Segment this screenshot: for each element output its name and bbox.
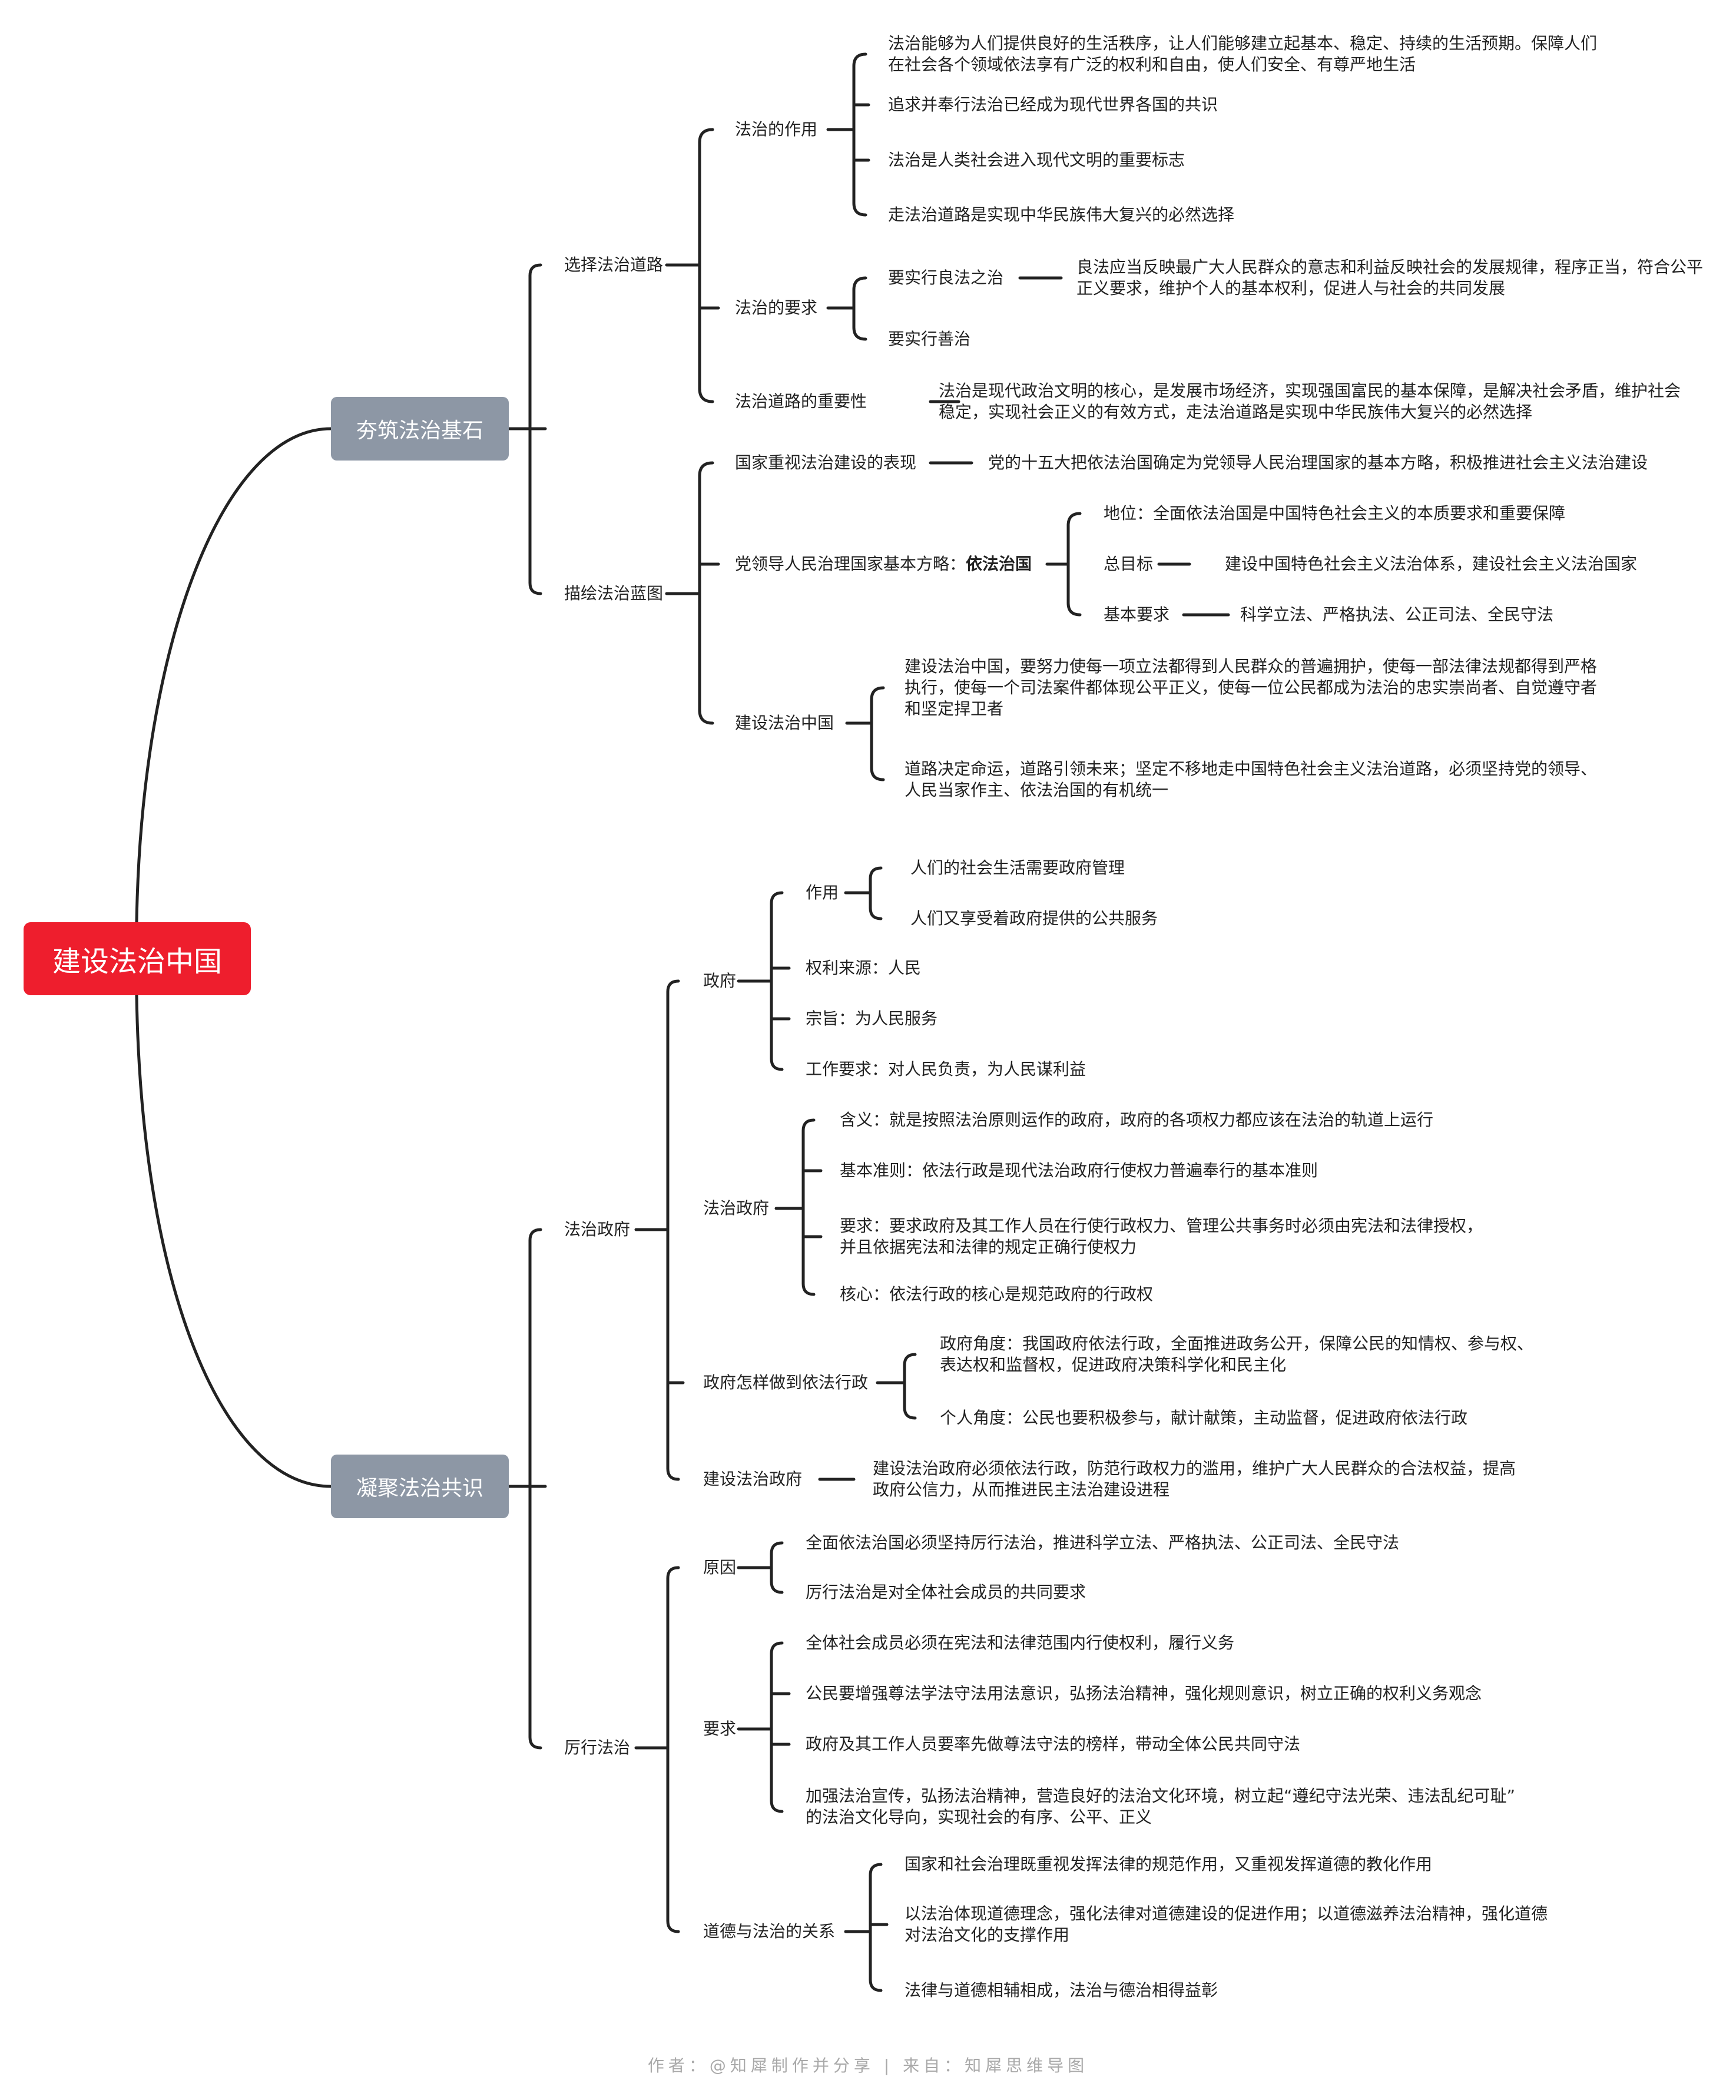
leaf-lawgov-core[interactable]: 核心：依法行政的核心是规范政府的行政权	[840, 1284, 1154, 1304]
leaf-gov-power-source[interactable]: 权利来源：人民	[806, 958, 922, 978]
topic-state-attention[interactable]: 国家重视法治建设的表现	[735, 453, 917, 472]
topic-reason[interactable]: 原因	[703, 1558, 737, 1577]
leaf-good-governance[interactable]: 要实行善治	[888, 329, 971, 349]
leaf-status[interactable]: 地位：全面依法治国是中国特色社会主义的本质要求和重要保障	[1104, 504, 1566, 523]
topic-how-government-acts[interactable]: 政府怎样做到依法行政	[703, 1373, 869, 1392]
leaf-attention-desc[interactable]: 党的十五大把依法治国确定为党领导人民治理国家的基本方略，积极推进社会主义法治建设	[988, 453, 1648, 472]
leaf-government-view[interactable]: 政府角度：我国政府依法行政，全面推进政务公开，保障公民的知情权、参与权、表达权和…	[940, 1334, 1534, 1374]
leaf-moral-2[interactable]: 以法治体现道德理念，强化法律对道德建设的促进作用；以道德滋养法治精神，强化道德对…	[905, 1904, 1548, 1945]
footer-credit: 作者：@知犀制作并分享 | 来自：知犀思维导图	[647, 2056, 1089, 2075]
leaf-moral-1[interactable]: 国家和社会治理既重视发挥法律的规范作用，又重视发挥道德的教化作用	[905, 1854, 1433, 1874]
leaf-gov-work-requirement[interactable]: 工作要求：对人民负责，为人民谋利益	[806, 1059, 1086, 1079]
root-node[interactable]: 建设法治中国	[24, 922, 251, 995]
leaf-importance-desc[interactable]: 法治是现代政治文明的核心，是发展市场经济，实现强国富民的基本保障，是解决社会矛盾…	[939, 381, 1681, 422]
leaf-gov-purpose[interactable]: 宗旨：为人民服务	[806, 1009, 938, 1028]
topic-requirements-of-rule-of-law[interactable]: 法治的要求	[735, 298, 818, 317]
topic-choose-rule-of-law-path[interactable]: 选择法治道路	[564, 255, 664, 274]
leaf-reason-2[interactable]: 厉行法治是对全体社会成员的共同要求	[806, 1582, 1086, 1602]
leaf-lawgov-principle[interactable]: 基本准则：依法行政是现代法治政府行使权力普遍奉行的基本准则	[840, 1161, 1318, 1180]
leaf-good-law[interactable]: 要实行良法之治	[888, 268, 1004, 287]
branch-foundation[interactable]: 夯筑法治基石	[331, 397, 509, 461]
leaf-build-desc-2[interactable]: 道路决定命运，道路引领未来；坚定不移地走中国特色社会主义法治道路，必须坚持党的领…	[905, 759, 1598, 800]
strategy-bold: 依法治国	[966, 554, 1032, 574]
leaf-lawgov-meaning[interactable]: 含义：就是按照法治原则运作的政府，政府的各项权力都应该在法治的轨道上运行	[840, 1110, 1434, 1130]
leaf-requirement-4[interactable]: 加强法治宣传，弘扬法治精神，营造良好的法治文化环境，树立起“遵纪守法光荣、违法乱…	[806, 1786, 1516, 1827]
strategy-prefix: 党领导人民治理国家基本方略：	[735, 554, 966, 574]
topic-build-law-based-government[interactable]: 建设法治政府	[703, 1469, 803, 1489]
leaf-reason-1[interactable]: 全面依法治国必须坚持厉行法治，推进科学立法、严格执法、公正司法、全民守法	[806, 1533, 1400, 1552]
leaf-personal-view[interactable]: 个人角度：公民也要积极参与，献计献策，主动监督，促进政府依法行政	[940, 1408, 1468, 1427]
leaf-gov-role-1[interactable]: 人们的社会生活需要政府管理	[910, 858, 1125, 877]
leaf-basic-requirements[interactable]: 基本要求	[1104, 605, 1170, 624]
leaf-gov-role[interactable]: 作用	[806, 883, 839, 902]
leaf-good-law-desc[interactable]: 良法应当反映最广大人民群众的意志和利益反映社会的发展规律，程序正当，符合公平正义…	[1076, 257, 1704, 298]
topic-draw-blueprint[interactable]: 描绘法治蓝图	[564, 584, 664, 603]
leaf-overall-goal-desc[interactable]: 建设中国特色社会主义法治体系，建设社会主义法治国家	[1225, 554, 1638, 574]
leaf-overall-goal[interactable]: 总目标	[1104, 554, 1154, 574]
branch-consensus[interactable]: 凝聚法治共识	[331, 1455, 509, 1518]
leaf-build-government-desc[interactable]: 建设法治政府必须依法行政，防范行政权力的滥用，维护广大人民群众的合法权益，提高政…	[873, 1459, 1516, 1499]
leaf-requirement-2[interactable]: 公民要增强尊法学法守法用法意识，弘扬法治精神，强化规则意识，树立正确的权利义务观…	[806, 1684, 1482, 1703]
topic-government[interactable]: 政府	[703, 971, 737, 991]
topic-requirements[interactable]: 要求	[703, 1719, 737, 1738]
topic-law-based-government-def[interactable]: 法治政府	[703, 1198, 770, 1218]
leaf-build-desc-1[interactable]: 建设法治中国，要努力使每一项立法都得到人民群众的普遍拥护，使每一部法律法规都得到…	[905, 657, 1598, 718]
leaf-role-3[interactable]: 法治是人类社会进入现代文明的重要标志	[888, 150, 1185, 170]
topic-morality-and-law[interactable]: 道德与法治的关系	[703, 1922, 836, 1941]
leaf-moral-3[interactable]: 法律与道德相辅相成，法治与德治相得益彰	[905, 1980, 1218, 2000]
topic-law-based-government[interactable]: 法治政府	[564, 1220, 631, 1239]
leaf-role-1[interactable]: 法治能够为人们提供良好的生活秩序，让人们能够建立起基本、稳定、持续的生活预期。保…	[888, 34, 1598, 74]
leaf-gov-role-2[interactable]: 人们又享受着政府提供的公共服务	[910, 909, 1158, 928]
topic-basic-strategy[interactable]: 党领导人民治理国家基本方略：依法治国	[735, 553, 1032, 575]
leaf-requirement-3[interactable]: 政府及其工作人员要率先做尊法守法的榜样，带动全体公民共同守法	[806, 1734, 1301, 1754]
topic-build-rule-of-law-china[interactable]: 建设法治中国	[735, 713, 834, 733]
topic-importance-of-path[interactable]: 法治道路的重要性	[735, 392, 867, 411]
leaf-basic-requirements-desc[interactable]: 科学立法、严格执法、公正司法、全民守法	[1240, 605, 1554, 624]
leaf-lawgov-requirement[interactable]: 要求：要求政府及其工作人员在行使行政权力、管理公共事务时必须由宪法和法律授权，并…	[840, 1216, 1483, 1257]
topic-role-of-rule-of-law[interactable]: 法治的作用	[735, 120, 818, 139]
leaf-role-4[interactable]: 走法治道路是实现中华民族伟大复兴的必然选择	[888, 205, 1235, 224]
topic-enforce-rule-of-law[interactable]: 厉行法治	[564, 1738, 631, 1757]
leaf-requirement-1[interactable]: 全体社会成员必须在宪法和法律范围内行使权利，履行义务	[806, 1633, 1235, 1652]
leaf-role-2[interactable]: 追求并奉行法治已经成为现代世界各国的共识	[888, 95, 1218, 114]
